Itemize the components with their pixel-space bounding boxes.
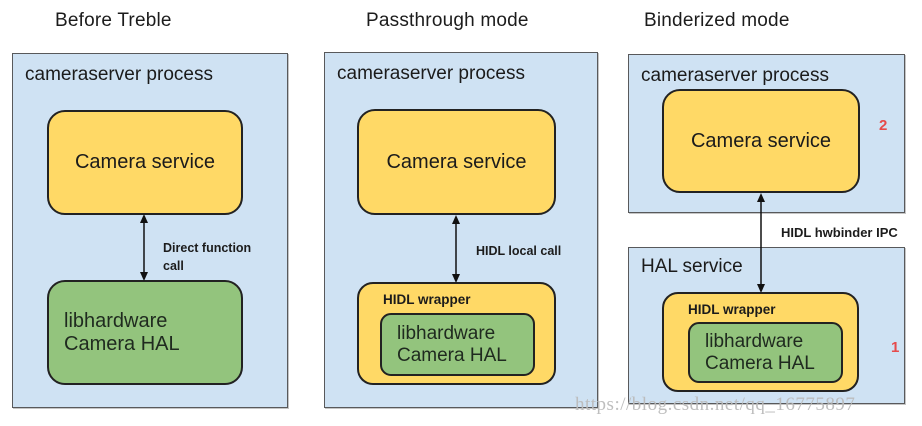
- hidl-wrapper-label-col3: HIDL wrapper: [688, 302, 776, 317]
- hidl-wrapper-box-col3: HIDL wrapper libhardware Camera HAL: [662, 292, 859, 392]
- libhardware-camera-hal-label-col2: libhardware Camera HAL: [397, 322, 507, 366]
- camera-service-box-col3: Camera service: [662, 89, 860, 193]
- camera-service-box-col1: Camera service: [47, 110, 243, 215]
- hidl-wrapper-label-col2: HIDL wrapper: [383, 292, 471, 307]
- libhardware-camera-hal-box-col2: libhardware Camera HAL: [380, 313, 535, 376]
- camera-service-label-col1: Camera service: [74, 151, 216, 173]
- process-label-col2: cameraserver process: [337, 63, 525, 84]
- direct-function-call-label: Direct function call: [163, 241, 252, 274]
- camera-service-box-col2: Camera service: [357, 109, 556, 215]
- libhardware-camera-hal-box-col1: libhardware Camera HAL: [47, 280, 243, 385]
- hidl-wrapper-box-col2: HIDL wrapper libhardware Camera HAL: [357, 282, 556, 385]
- camera-service-label-col3: Camera service: [690, 129, 832, 152]
- step-marker-1: 1: [891, 339, 900, 356]
- libhardware-camera-hal-label-col1: libhardware Camera HAL: [64, 309, 180, 355]
- hidl-local-call-label: HIDL local call: [476, 244, 562, 258]
- step-marker-2: 2: [879, 117, 888, 134]
- process-label-col3: cameraserver process: [641, 65, 829, 86]
- libhardware-camera-hal-box-col3: libhardware Camera HAL: [688, 322, 843, 383]
- process-label-col1: cameraserver process: [25, 64, 213, 85]
- hal-service-label: HAL service: [641, 256, 743, 277]
- column-title-binderized-mode: Binderized mode: [644, 10, 790, 31]
- camera-service-label-col2: Camera service: [386, 150, 527, 173]
- column-title-before-treble: Before Treble: [55, 10, 172, 31]
- hidl-hwbinder-ipc-label: HIDL hwbinder IPC: [781, 225, 898, 240]
- libhardware-camera-hal-label-col3: libhardware Camera HAL: [705, 330, 815, 374]
- column-title-passthrough-mode: Passthrough mode: [366, 10, 529, 31]
- watermark: https://blog.csdn.net/qq_16775897: [575, 394, 856, 415]
